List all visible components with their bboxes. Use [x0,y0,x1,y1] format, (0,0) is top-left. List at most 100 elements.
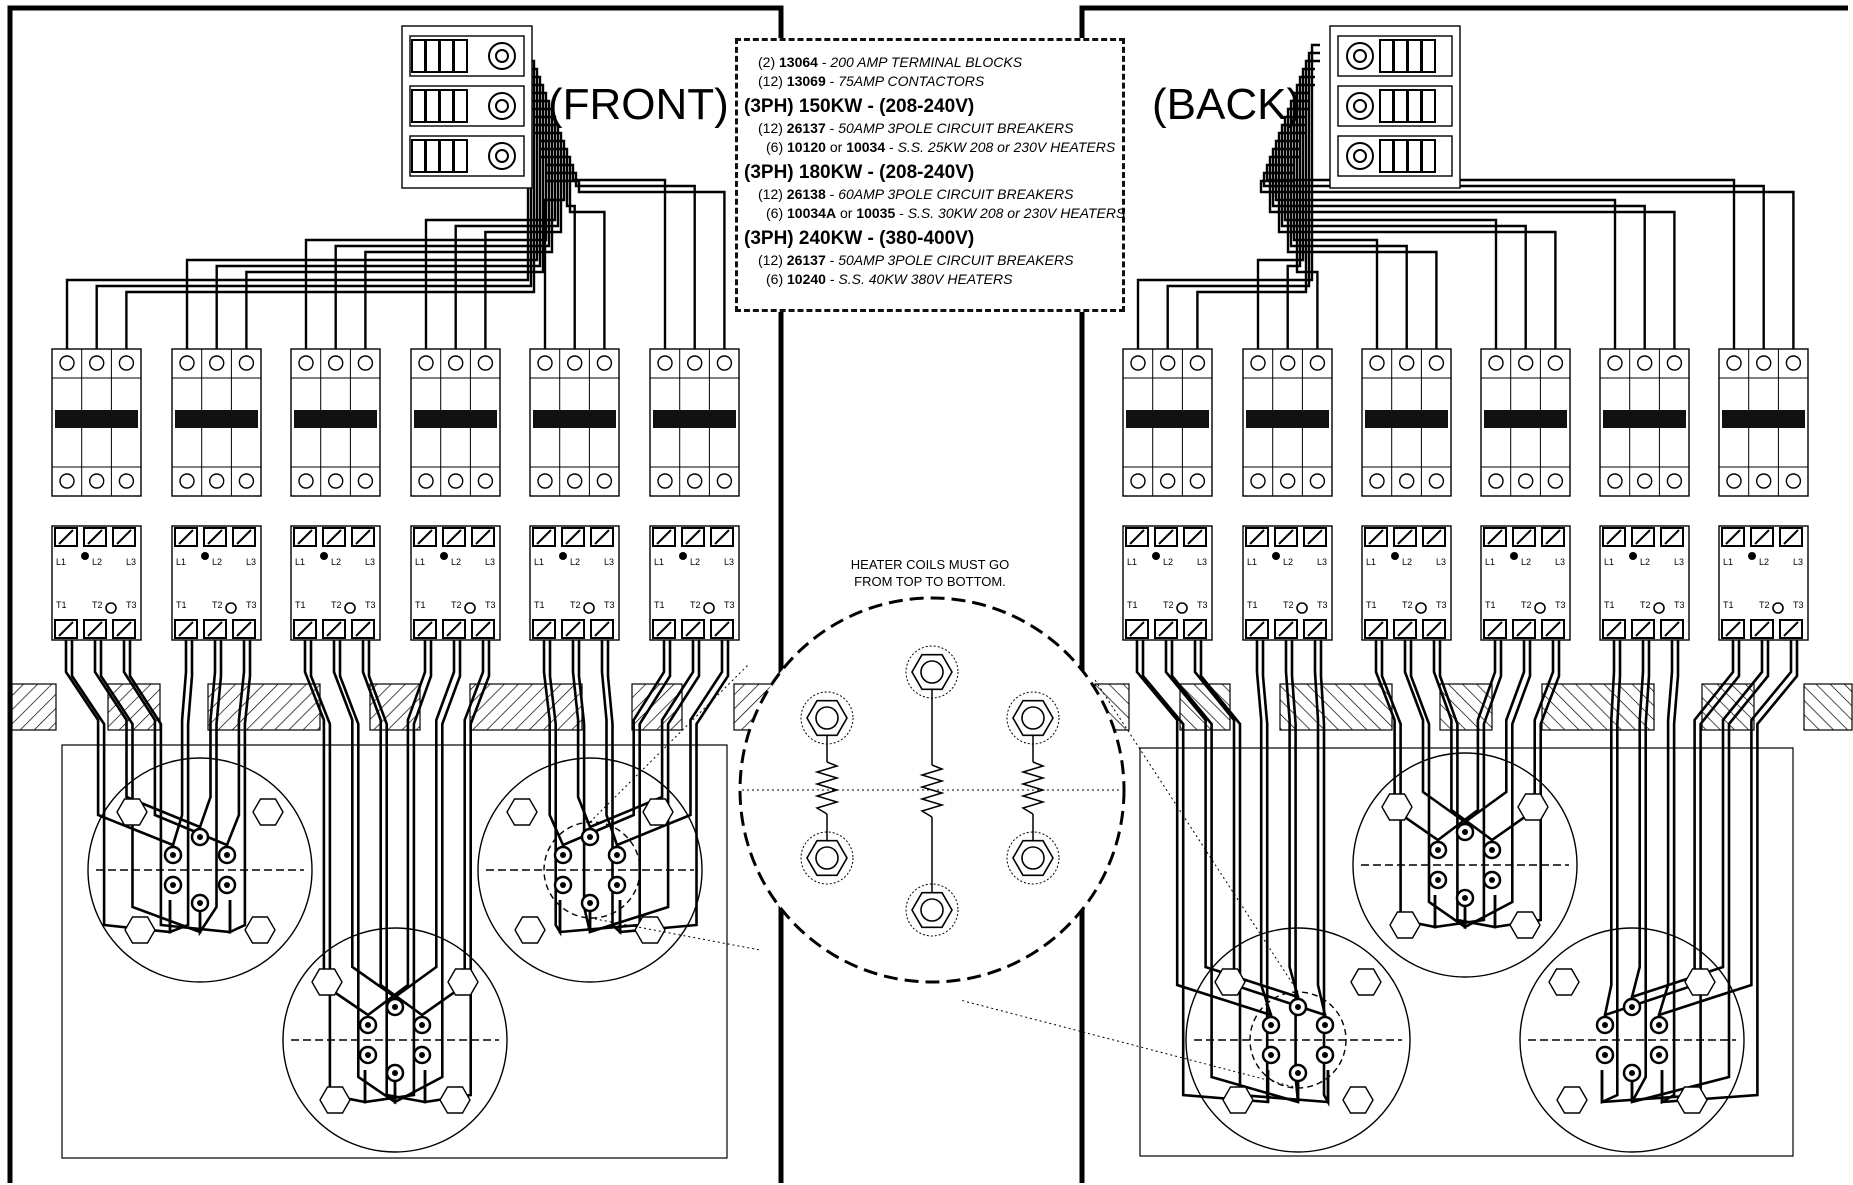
breaker-terminal [687,473,703,489]
terminal-screw [411,39,426,73]
heater-terminal-center [1295,1070,1301,1076]
contactor-label: T2 [331,600,342,610]
contactor-screw-slot [58,529,74,545]
circuit-breaker [1242,348,1333,497]
hex-nut-icon [1556,1086,1588,1114]
contactor-label: L3 [604,557,614,567]
contactor-label: T3 [1793,600,1804,610]
heater-terminal-center [1435,877,1441,883]
heater-wire [542,638,565,855]
contactor-label: T3 [1436,600,1447,610]
resistor-coil-icon [814,761,840,815]
feed-wire [1262,171,1765,356]
terminal-screw [1421,89,1436,123]
heater-flange [477,757,703,983]
contactor-label: L1 [1723,557,1733,567]
feed-wire [185,67,539,356]
front-panel-title: (FRONT) [548,80,729,129]
contactor-label: T1 [295,600,306,610]
contactor-screw-slot [1635,621,1651,637]
circuit-breaker [1361,348,1452,497]
heater-wire [1600,638,1741,1104]
breaker-terminal [418,355,434,371]
contactor-screw-slot [1783,529,1799,545]
contactor-screw-slot [1606,621,1622,637]
heater-flange [1185,927,1411,1153]
feed-wire [1274,139,1617,356]
contactor-label: L3 [485,557,495,567]
terminal-washer [920,898,944,922]
contactor-aux-dot [1772,602,1784,614]
heater-terminal-center [587,900,593,906]
hatched-support [1541,683,1655,731]
heater-wire [577,638,592,933]
feed-wire [1268,155,1676,356]
feed-wire [540,139,566,356]
terminal-stud-inner [495,149,509,163]
heater-wire [423,638,491,1104]
breaker-terminal [238,355,255,371]
feed-wire [484,131,563,356]
terminal-screw [453,39,468,73]
contactor-screw-slot [1606,529,1622,545]
contactor-screw-slot [1158,621,1174,637]
legend-part-row: (12) 13069 - 75AMP CONTACTORS [758,73,985,89]
feed-wire [1286,107,1438,356]
legend-heater-row: (6) 10240 - S.S. 40KW 380V HEATERS [766,271,1013,287]
circuit-breaker [1122,348,1213,497]
contactor-screw-slot [714,621,730,637]
legend-heater-row: (6) 10120 or 10034 - S.S. 25KW 208 or 23… [766,139,1116,155]
terminal-stud-inner [495,99,509,113]
contactor-screw-slot [87,529,103,545]
contactor-label: T1 [1604,600,1615,610]
legend-config-title: (3PH) 240KW - (380-400V) [744,228,975,249]
breaker-terminal [1547,473,1564,489]
contactor-label: L1 [654,557,664,567]
heater-flange [282,927,508,1153]
contactor-coil-dot [1391,552,1399,560]
contactor-screw-slot [656,529,672,545]
breaker-terminal [357,355,374,371]
feed-wire [424,115,557,356]
contactor-label: L3 [1793,557,1803,567]
heater-terminal-center [1435,847,1441,853]
heater-terminal-center [1462,895,1468,901]
contactor-screw-slot [1426,529,1442,545]
breaker-terminal [1189,473,1206,489]
terminal-washer [1021,846,1045,870]
breaker-terminal [537,355,553,371]
contactor-label: T1 [534,600,545,610]
breaker-terminal [1250,355,1266,371]
terminal-screw [1393,139,1408,173]
breaker-terminal [596,473,613,489]
heater-terminal-center [1656,1022,1662,1028]
terminal-screw [1421,139,1436,173]
breaker-terminal [1785,355,1802,371]
contactor-coil-dot [1510,552,1518,560]
terminal-halo [1006,691,1060,745]
contactor-label: T3 [1317,600,1328,610]
heater-wire [1630,638,1770,1104]
hex-nut-icon [1676,1086,1708,1114]
breaker-terminal [1159,473,1176,489]
contactor-screw-slot [685,621,701,637]
contactor-label: T2 [1521,600,1532,610]
heater-terminal-center [392,1004,398,1010]
contactor-screw-slot [1487,529,1503,545]
contactor-screw-slot [475,529,491,545]
breaker-terminal [1279,355,1296,371]
terminal-halo [1006,831,1060,885]
breaker-terminal [1636,355,1653,371]
heater-flange-circle [477,757,703,983]
hex-nut-icon [116,798,148,826]
detail-leader-line [1094,679,1299,993]
heater-wire [1261,638,1270,1103]
terminal-screw [1407,139,1422,173]
feed-wire [1292,91,1379,356]
contactor-label: T2 [92,600,103,610]
breaker-terminal [1755,473,1772,489]
contactor-label: L3 [1317,557,1327,567]
